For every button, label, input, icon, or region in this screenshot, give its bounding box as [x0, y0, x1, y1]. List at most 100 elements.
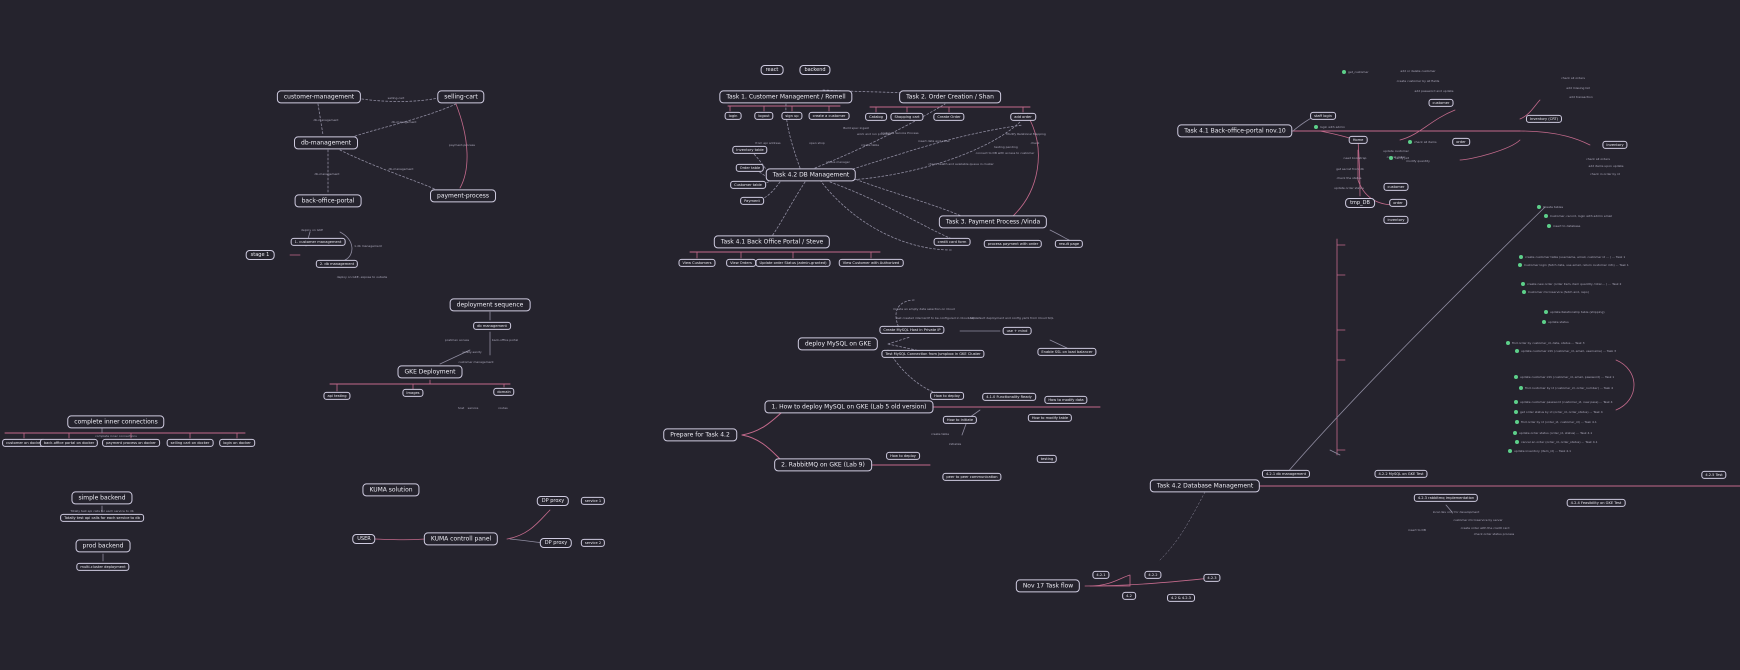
mindmap-node[interactable]: Shopping cart — [890, 112, 924, 122]
mindmap-node[interactable]: back-office portal on docker — [39, 438, 99, 448]
mindmap-node[interactable]: payment process on docker — [102, 438, 160, 448]
mindmap-node[interactable]: 4.2 & 4.2.3 — [1167, 593, 1195, 603]
mindmap-node[interactable]: process payment with order — [983, 239, 1043, 249]
mindmap-node[interactable]: api testing — [323, 391, 351, 401]
mindmap-node[interactable]: complete inner connections — [67, 415, 165, 429]
connection-label: work and run provided — [857, 132, 891, 136]
mindmap-node[interactable]: 4.2.1 db management — [1261, 469, 1311, 479]
mindmap-node[interactable]: Customer table — [730, 180, 766, 190]
mindmap-node[interactable]: Nov 17 Task flow — [1015, 579, 1081, 593]
mindmap-node[interactable]: Order table — [735, 163, 765, 173]
mindmap-node[interactable]: Create MySQL Host in Private IP — [879, 325, 945, 335]
mindmap-node[interactable]: Task 4.1 Back Office Portal / Steve — [713, 235, 831, 249]
mindmap-node[interactable]: Inventory — [1602, 140, 1628, 150]
mindmap-node[interactable]: View Customers — [678, 258, 716, 268]
mindmap-node[interactable]: 4.2.1 — [1092, 570, 1110, 580]
checklist-item: login with admin — [1320, 125, 1345, 129]
mindmap-node[interactable]: Test MySQL Connection from Jumpbox in GK… — [881, 349, 985, 359]
mindmap-node[interactable]: View Orders — [726, 258, 756, 268]
mindmap-node[interactable]: service 2 — [580, 538, 606, 548]
mindmap-node[interactable]: 4.2 — [1122, 591, 1136, 601]
mindmap-node[interactable]: customer-management — [276, 90, 362, 104]
mindmap-node[interactable]: login on docker — [219, 438, 255, 448]
mindmap-node[interactable]: db management — [473, 321, 511, 331]
mindmap-node[interactable]: Payment — [740, 196, 764, 206]
mindmap-node[interactable]: 1. customer management — [290, 237, 346, 247]
mindmap-node[interactable]: 4.2.2 — [1144, 570, 1162, 580]
mindmap-node[interactable]: How to deploy — [886, 451, 920, 461]
mindmap-node[interactable]: logout — [754, 111, 774, 121]
mindmap-node[interactable]: Task 4.2 Database Management — [1149, 479, 1261, 493]
mindmap-node[interactable]: deployment sequence — [449, 298, 531, 312]
mindmap-node[interactable]: 1. How to deploy MySQL on GKE (Lab 5 old… — [764, 400, 934, 414]
mindmap-node[interactable]: simple backend — [71, 491, 133, 505]
mindmap-node[interactable]: Inventory (CRT) — [1525, 114, 1563, 124]
mindmap-node[interactable]: stage 1 — [245, 250, 275, 260]
mindmap-node[interactable]: Create Order — [933, 112, 965, 122]
mindmap-node[interactable]: 2. db management — [315, 259, 359, 269]
mindmap-node[interactable]: customer — [1428, 98, 1454, 108]
mindmap-node[interactable]: domain — [493, 387, 515, 397]
mindmap-node[interactable]: customer — [1383, 182, 1409, 192]
mindmap-node[interactable]: tmp_DB — [1345, 198, 1375, 208]
mindmap-node[interactable]: KUMA solution — [362, 483, 420, 497]
mindmap-node[interactable]: 2. RabbitMQ on GKE (Lab 9) — [774, 458, 872, 472]
mindmap-node[interactable]: staff login — [1310, 111, 1336, 121]
mindmap-node[interactable]: backend — [799, 65, 831, 75]
mindmap-node[interactable]: credit card form — [933, 237, 971, 247]
mindmap-node[interactable]: deploy MySQL on GKE — [797, 337, 879, 351]
mindmap-node[interactable]: KUMA controll panel — [423, 532, 499, 546]
mindmap-node[interactable]: multi-cluster deployment — [76, 562, 130, 572]
mindmap-node[interactable]: Prepare for Task 4.2 — [663, 428, 737, 442]
mindmap-node[interactable]: Task 4.2 DB Management — [765, 168, 857, 182]
mindmap-node[interactable]: prod backend — [75, 539, 131, 553]
mindmap-node[interactable]: order — [1389, 198, 1407, 208]
mindmap-node[interactable]: result page — [1054, 239, 1084, 249]
mindmap-node[interactable]: Inventory table — [732, 145, 768, 155]
mindmap-node[interactable]: create a customer — [808, 111, 850, 121]
mindmap-node[interactable]: Home — [1348, 135, 1368, 145]
mindmap-node[interactable]: service 1 — [580, 496, 606, 506]
mindmap-node[interactable]: DP proxy — [536, 496, 570, 506]
mindmap-node[interactable]: back-office-portal — [294, 194, 362, 208]
mindmap-node[interactable]: react — [760, 65, 784, 75]
mindmap-node[interactable]: testing — [1036, 454, 1058, 464]
mindmap-node[interactable]: USER — [352, 534, 376, 544]
mindmap-node[interactable]: DP proxy — [539, 538, 573, 548]
mindmap-node[interactable]: Task 3. Payment Process /Vinda — [938, 215, 1048, 229]
mindmap-node[interactable]: Enable SSL on load balancer — [1037, 347, 1097, 357]
mindmap-node[interactable]: View Customer with Authorized — [838, 258, 904, 268]
mindmap-node[interactable]: peer to peer communication — [942, 472, 1002, 482]
mindmap-node[interactable]: 4.2.3 — [1203, 573, 1221, 583]
status-dot-icon — [1514, 410, 1518, 414]
mindmap-node[interactable]: 4.2.4 Feasibility on GKE Test — [1566, 498, 1626, 508]
mindmap-node[interactable]: Images — [402, 388, 424, 398]
mindmap-node[interactable]: selling-cart — [437, 90, 485, 104]
mindmap-node[interactable]: payment-process — [430, 189, 496, 203]
mindmap-node[interactable]: sign up — [781, 111, 803, 121]
mindmap-node[interactable]: Task 4.1 Back-office-portal nov.10 — [1177, 124, 1293, 138]
mindmap-node[interactable]: GKE Deployment — [397, 365, 463, 379]
mindmap-node[interactable]: How to modify data — [1044, 395, 1088, 405]
mindmap-node[interactable]: 4.2.3 rabbitmq implementation — [1413, 493, 1479, 503]
mindmap-node[interactable]: How to initiate — [942, 415, 978, 425]
mindmap-node[interactable]: 4.2.2 MySQL on GKE Test — [1374, 469, 1428, 479]
mindmap-node[interactable]: use + mind — [1002, 326, 1032, 336]
mindmap-node[interactable]: Task 1. Customer Management / Romell — [719, 90, 853, 104]
mindmap-node[interactable]: 4.1.0 Functionality Ready — [982, 392, 1036, 402]
mindmap-node[interactable]: db-management — [294, 136, 358, 150]
mindmap-node[interactable]: How to deploy — [930, 391, 964, 401]
mindmap-node[interactable]: order — [1452, 137, 1470, 147]
mindmap-node[interactable]: login — [724, 111, 742, 121]
mindmap-node[interactable]: Update order Status (admin-granted) — [755, 258, 831, 268]
mindmap-node[interactable]: selling cart on docker — [166, 438, 214, 448]
mindmap-node[interactable]: Totally test api calls for each service … — [60, 513, 144, 523]
mindmap-node[interactable]: Task 2. Order Creation / Shan — [899, 90, 1001, 104]
mindmap-node[interactable]: add order — [1010, 112, 1036, 122]
mindmap-node[interactable]: Catalog — [865, 112, 887, 122]
mindmap-node[interactable]: How to modify table — [1027, 413, 1073, 423]
mindmap-node[interactable]: 4.2.5 Test — [1701, 470, 1727, 480]
status-dot-icon — [1521, 282, 1525, 286]
mindmap-node[interactable]: inventory — [1383, 215, 1409, 225]
